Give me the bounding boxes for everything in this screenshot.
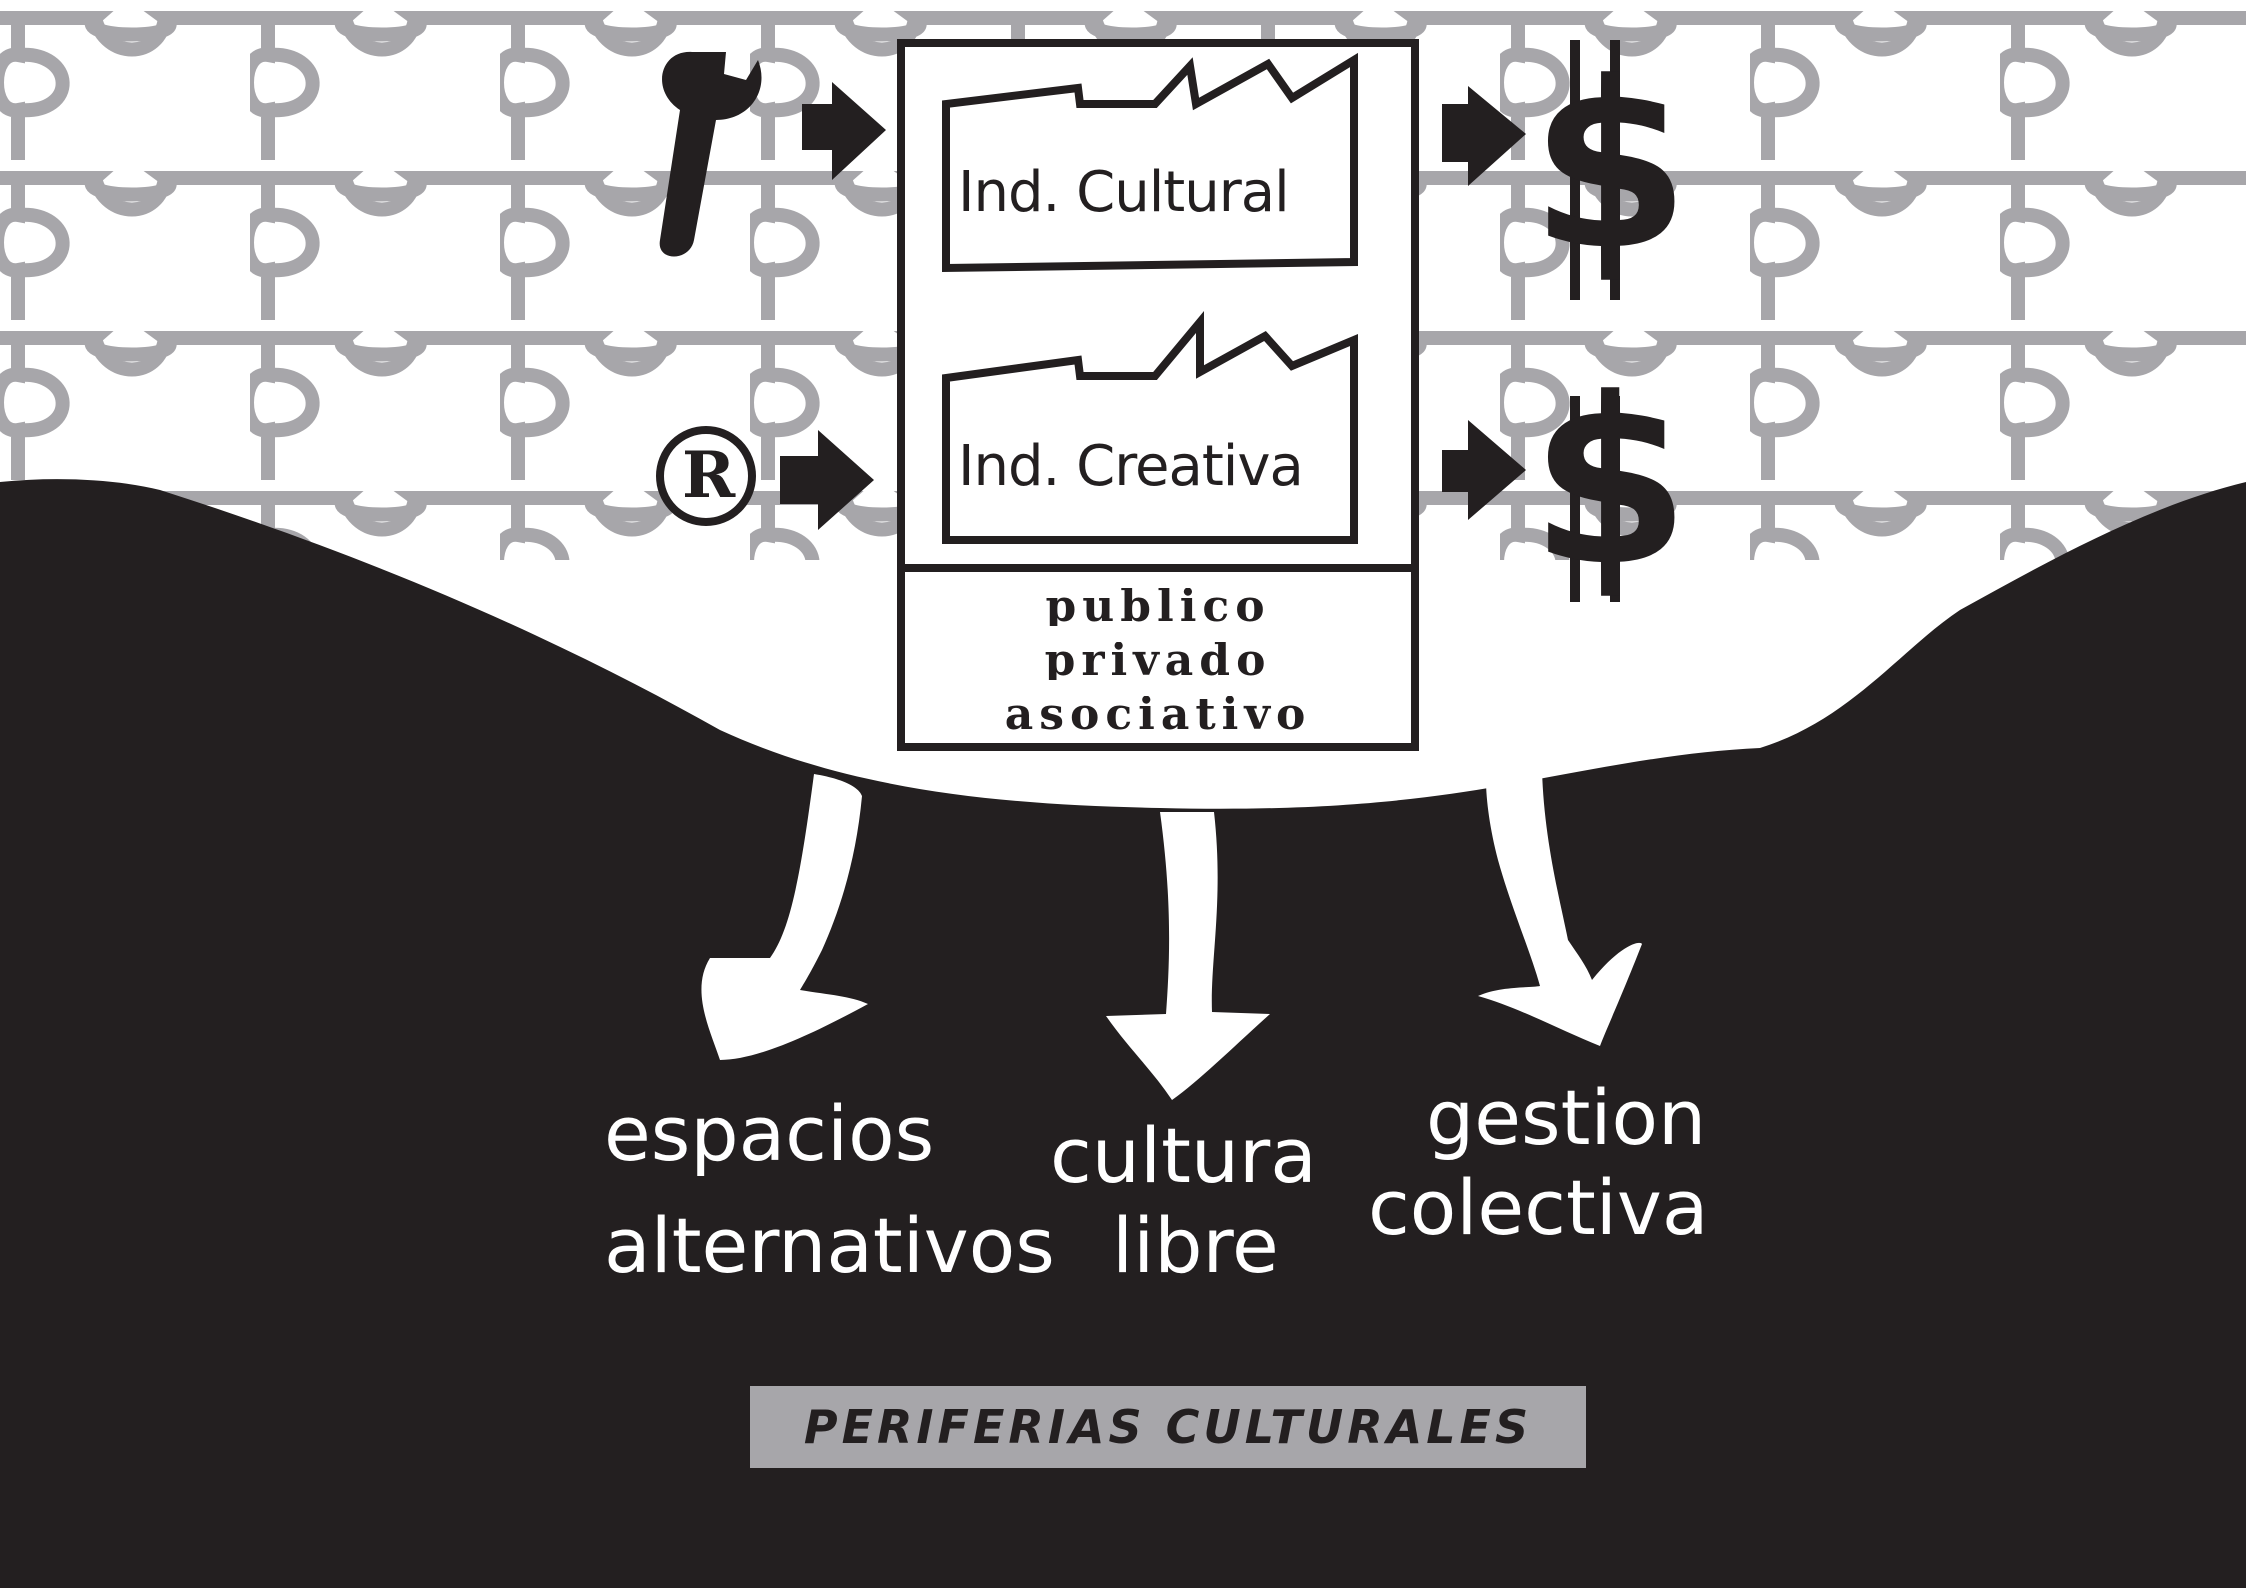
wrench-icon: [659, 51, 762, 257]
arrow-to-espacios: [701, 774, 868, 1060]
outcome-gestion-line2: colectiva: [1368, 1163, 1709, 1252]
factory-creativa-label: Ind. Creativa: [958, 434, 1304, 499]
sector-publico: publico: [916, 588, 1400, 626]
sector-asociativo: asociativo: [916, 696, 1400, 734]
periferias-culturales-label: PERIFERIAS CULTURALES: [803, 1400, 1533, 1454]
outcome-cultura-line2: libre: [1112, 1201, 1279, 1290]
arrow-registered-to-creativa: [780, 430, 874, 530]
outcome-cultura-line1: cultura: [1050, 1111, 1317, 1200]
registered-letter: R: [682, 438, 736, 513]
outcome-espacios-line1: espacios: [604, 1089, 935, 1178]
outcome-gestion-line1: gestion: [1426, 1073, 1707, 1162]
dollar-icon: $: [1530, 350, 1691, 617]
arrow-cultural-to-dollar: [1442, 86, 1526, 186]
sector-privado: privado: [916, 642, 1400, 680]
periferias-culturales-box: PERIFERIAS CULTURALES: [750, 1386, 1586, 1468]
arrow-to-cultura: [1106, 812, 1270, 1100]
registered-trademark-icon: [656, 426, 756, 526]
factory-cultural-outline: [942, 52, 1358, 273]
factory-creativa-outline: [942, 310, 1358, 544]
arrow-creativa-to-dollar: [1442, 420, 1526, 520]
arrow-wrench-to-cultural: [802, 82, 886, 180]
outcome-espacios-line2: alternativos: [604, 1201, 1055, 1290]
factory-cultural-label: Ind. Cultural: [958, 160, 1290, 225]
dollar-icon: $: [1530, 34, 1691, 301]
arrow-to-gestion: [1478, 770, 1642, 1046]
